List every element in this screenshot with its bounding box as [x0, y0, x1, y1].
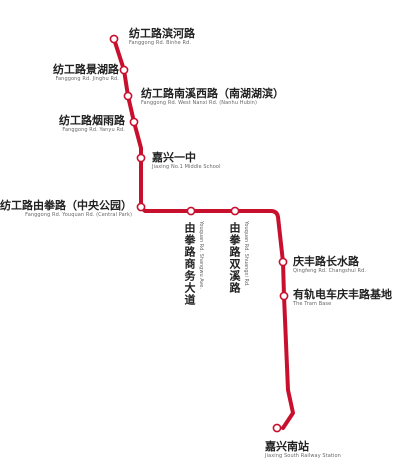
station-name-cn: 纺工路景湖路 — [53, 63, 119, 76]
station-name-cn: 纺工路南溪西路（南湖湖滨） — [141, 87, 284, 100]
station-label-binhe[interactable]: 纺工路滨河路 Fanggong Rd. Binhe Rd. — [129, 27, 195, 47]
station-label-jinghu[interactable]: 纺工路景湖路 Fanggong Rd. Jinghu Rd. — [53, 63, 119, 83]
tram-line-route — [112, 37, 295, 430]
station-name-en: Jiaxing South Railway Station — [265, 453, 341, 459]
station-name-en: The Tram Base — [293, 301, 332, 307]
station-marker-yizhong[interactable] — [136, 153, 146, 163]
station-marker-shangwu[interactable] — [186, 206, 196, 216]
station-name-en: Jiaxing No.1 Middle School — [152, 164, 221, 170]
station-name-cn-shuangxi[interactable]: 由拳路双溪路 — [228, 222, 241, 294]
station-name-cn-shangwu[interactable]: 由拳路商务大道 — [183, 222, 196, 306]
station-name-cn: 纺工路由拳路（中央公园） — [0, 199, 132, 212]
station-name-en: Fanggong Rd. Youquan Rd. (Central Park) — [25, 212, 132, 218]
station-marker-yanyu[interactable] — [129, 117, 139, 127]
station-label-yizhong[interactable]: 嘉兴一中 Jiaxing No.1 Middle School — [152, 151, 221, 171]
station-marker-shuangxi[interactable] — [230, 206, 240, 216]
station-marker-south[interactable] — [272, 423, 282, 433]
station-name-en: Fanggong Rd. Binhe Rd. — [129, 40, 192, 46]
station-marker-jinghu[interactable] — [119, 65, 129, 75]
station-marker-changshui[interactable] — [278, 257, 288, 267]
station-marker-youquan[interactable] — [136, 202, 146, 212]
station-name-cn: 嘉兴一中 — [152, 151, 196, 164]
station-label-yanyu[interactable]: 纺工路烟雨路 Fanggong Rd. Yanyu Rd. — [59, 114, 125, 134]
station-name-en: Fanggong Rd. Jinghu Rd. — [55, 76, 119, 82]
station-name-cn: 纺工路烟雨路 — [59, 114, 125, 127]
station-label-nanxixi[interactable]: 纺工路南溪西路（南湖湖滨） Fanggong Rd. West Nanxi Rd… — [141, 87, 284, 107]
station-name-cn: 纺工路滨河路 — [129, 27, 195, 40]
station-name-en: Qingfeng Rd. Changshui Rd. — [293, 268, 367, 274]
station-markers — [109, 34, 289, 433]
station-name-cn: 有轨电车庆丰路基地 — [293, 288, 392, 301]
station-name-cn: 嘉兴南站 — [265, 440, 309, 453]
station-marker-binhe[interactable] — [109, 34, 119, 44]
station-label-base[interactable]: 有轨电车庆丰路基地 The Tram Base — [293, 288, 392, 308]
station-label-youquan[interactable]: 纺工路由拳路（中央公园） Fanggong Rd. Youquan Rd. (C… — [0, 199, 132, 219]
station-marker-base[interactable] — [279, 291, 289, 301]
station-label-changshui[interactable]: 庆丰路长水路 Qingfeng Rd. Changshui Rd. — [293, 255, 366, 275]
station-name-en-shangwu: Youquan Rd. Shangwu Ave. — [198, 221, 204, 289]
station-marker-nanxixi[interactable] — [123, 91, 133, 101]
station-name-en-shuangxi: Youquan Rd. Shuangxi Rd. — [243, 221, 249, 287]
station-name-en: Fanggong Rd. Yanyu Rd. — [62, 127, 125, 133]
station-name-cn: 庆丰路长水路 — [293, 255, 359, 268]
station-label-south[interactable]: 嘉兴南站 Jiaxing South Railway Station — [265, 440, 341, 460]
station-name-en: Fanggong Rd. West Nanxi Rd. (Nanhu Hubin… — [141, 100, 257, 106]
